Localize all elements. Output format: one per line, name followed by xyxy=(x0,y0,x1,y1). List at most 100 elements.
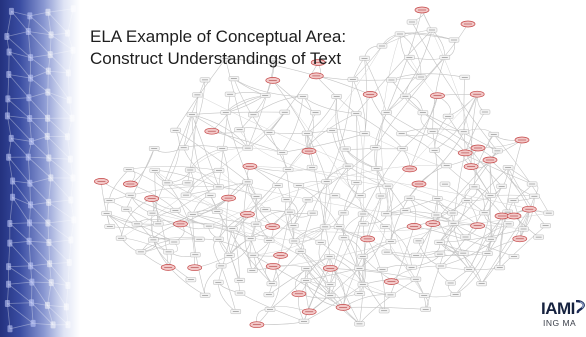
band-link xyxy=(7,115,32,142)
band-link xyxy=(6,11,12,37)
concept-map-link xyxy=(197,94,485,214)
band-link xyxy=(48,242,70,263)
concept-map-link xyxy=(151,197,321,243)
concept-map-link xyxy=(106,213,175,243)
band-link xyxy=(47,12,52,35)
band-node xyxy=(66,96,72,104)
concept-map-link xyxy=(507,167,546,226)
concept-map-link xyxy=(269,112,286,133)
band-node xyxy=(27,12,33,20)
band-link xyxy=(27,31,31,58)
band-link xyxy=(50,177,72,201)
band-link xyxy=(46,136,71,160)
concept-map-link xyxy=(439,167,509,243)
concept-map-link xyxy=(175,130,248,183)
band-link xyxy=(49,262,70,265)
concept-map-link xyxy=(440,195,491,267)
band-node xyxy=(65,281,71,289)
concept-map-link xyxy=(374,57,446,148)
band-network-pattern xyxy=(4,5,77,333)
concept-map-link xyxy=(481,209,530,284)
band-link xyxy=(9,223,30,242)
band-link xyxy=(48,157,74,179)
concept-map-link xyxy=(324,165,349,227)
concept-map-link xyxy=(225,58,317,77)
band-link xyxy=(31,281,48,306)
concept-map-link xyxy=(421,9,476,187)
concept-map-link xyxy=(120,112,285,239)
concept-map-link xyxy=(180,181,248,225)
band-node xyxy=(28,74,34,82)
band-node xyxy=(45,8,51,16)
concept-map-link xyxy=(390,226,415,296)
band-node xyxy=(46,154,52,162)
concept-map-diagram xyxy=(94,6,554,329)
band-node xyxy=(26,237,32,245)
concept-map-link xyxy=(306,268,360,325)
band-node xyxy=(25,153,31,161)
band-link xyxy=(29,240,49,243)
band-link xyxy=(48,239,71,243)
band-link xyxy=(28,241,50,265)
band-link xyxy=(48,199,71,203)
band-link xyxy=(47,304,67,308)
band-node xyxy=(45,88,51,96)
band-node xyxy=(28,262,34,270)
band-link xyxy=(8,51,31,79)
concept-map-link xyxy=(436,214,470,270)
concept-map-link xyxy=(437,265,451,284)
concept-map-link xyxy=(167,182,360,294)
concept-map-link xyxy=(281,96,304,153)
concept-map-link xyxy=(499,200,514,268)
band-link xyxy=(30,77,49,93)
concept-map-link xyxy=(330,237,345,285)
band-node xyxy=(66,259,72,267)
concept-map-link xyxy=(191,114,249,149)
band-link xyxy=(67,262,70,286)
concept-map-link xyxy=(434,116,449,151)
band-link xyxy=(50,49,74,56)
concept-map-link xyxy=(256,212,549,233)
logo-tagline: ING MA xyxy=(543,318,577,328)
concept-map-link xyxy=(440,223,509,267)
concept-map-link xyxy=(385,226,412,268)
band-link xyxy=(7,115,12,139)
concept-map-link xyxy=(303,268,331,322)
band-link xyxy=(7,98,30,119)
concept-map-link xyxy=(356,113,403,149)
concept-map-link xyxy=(268,199,309,241)
band-link xyxy=(31,302,54,326)
band-node xyxy=(47,260,53,268)
band-link xyxy=(47,219,74,224)
concept-map-link xyxy=(220,265,237,312)
band-link xyxy=(12,196,31,206)
band-link xyxy=(8,74,31,79)
concept-map-link xyxy=(285,199,295,242)
band-link xyxy=(8,157,31,184)
band-link xyxy=(8,51,31,58)
concept-map-link xyxy=(499,139,523,268)
band-link xyxy=(9,242,31,267)
concept-map-link xyxy=(343,237,364,257)
slide-title-line-1: ELA Example of Conceptual Area: xyxy=(90,27,347,46)
band-link xyxy=(8,74,30,98)
concept-map-link xyxy=(455,253,488,295)
band-link xyxy=(48,202,75,221)
band-link xyxy=(68,239,72,263)
concept-map-link xyxy=(369,94,402,134)
concept-map-link xyxy=(253,60,275,115)
band-link xyxy=(47,11,68,34)
band-link xyxy=(7,74,10,99)
band-link xyxy=(48,242,51,264)
band-link xyxy=(49,54,69,74)
concept-map-link xyxy=(352,79,366,134)
band-node xyxy=(65,133,71,141)
concept-map-link xyxy=(439,242,482,284)
band-link xyxy=(29,183,31,205)
band-node xyxy=(10,177,16,185)
concept-map-link xyxy=(439,228,524,243)
band-link xyxy=(51,282,69,286)
concept-map-link xyxy=(247,60,275,149)
band-link xyxy=(29,177,51,184)
band-node xyxy=(65,69,71,77)
